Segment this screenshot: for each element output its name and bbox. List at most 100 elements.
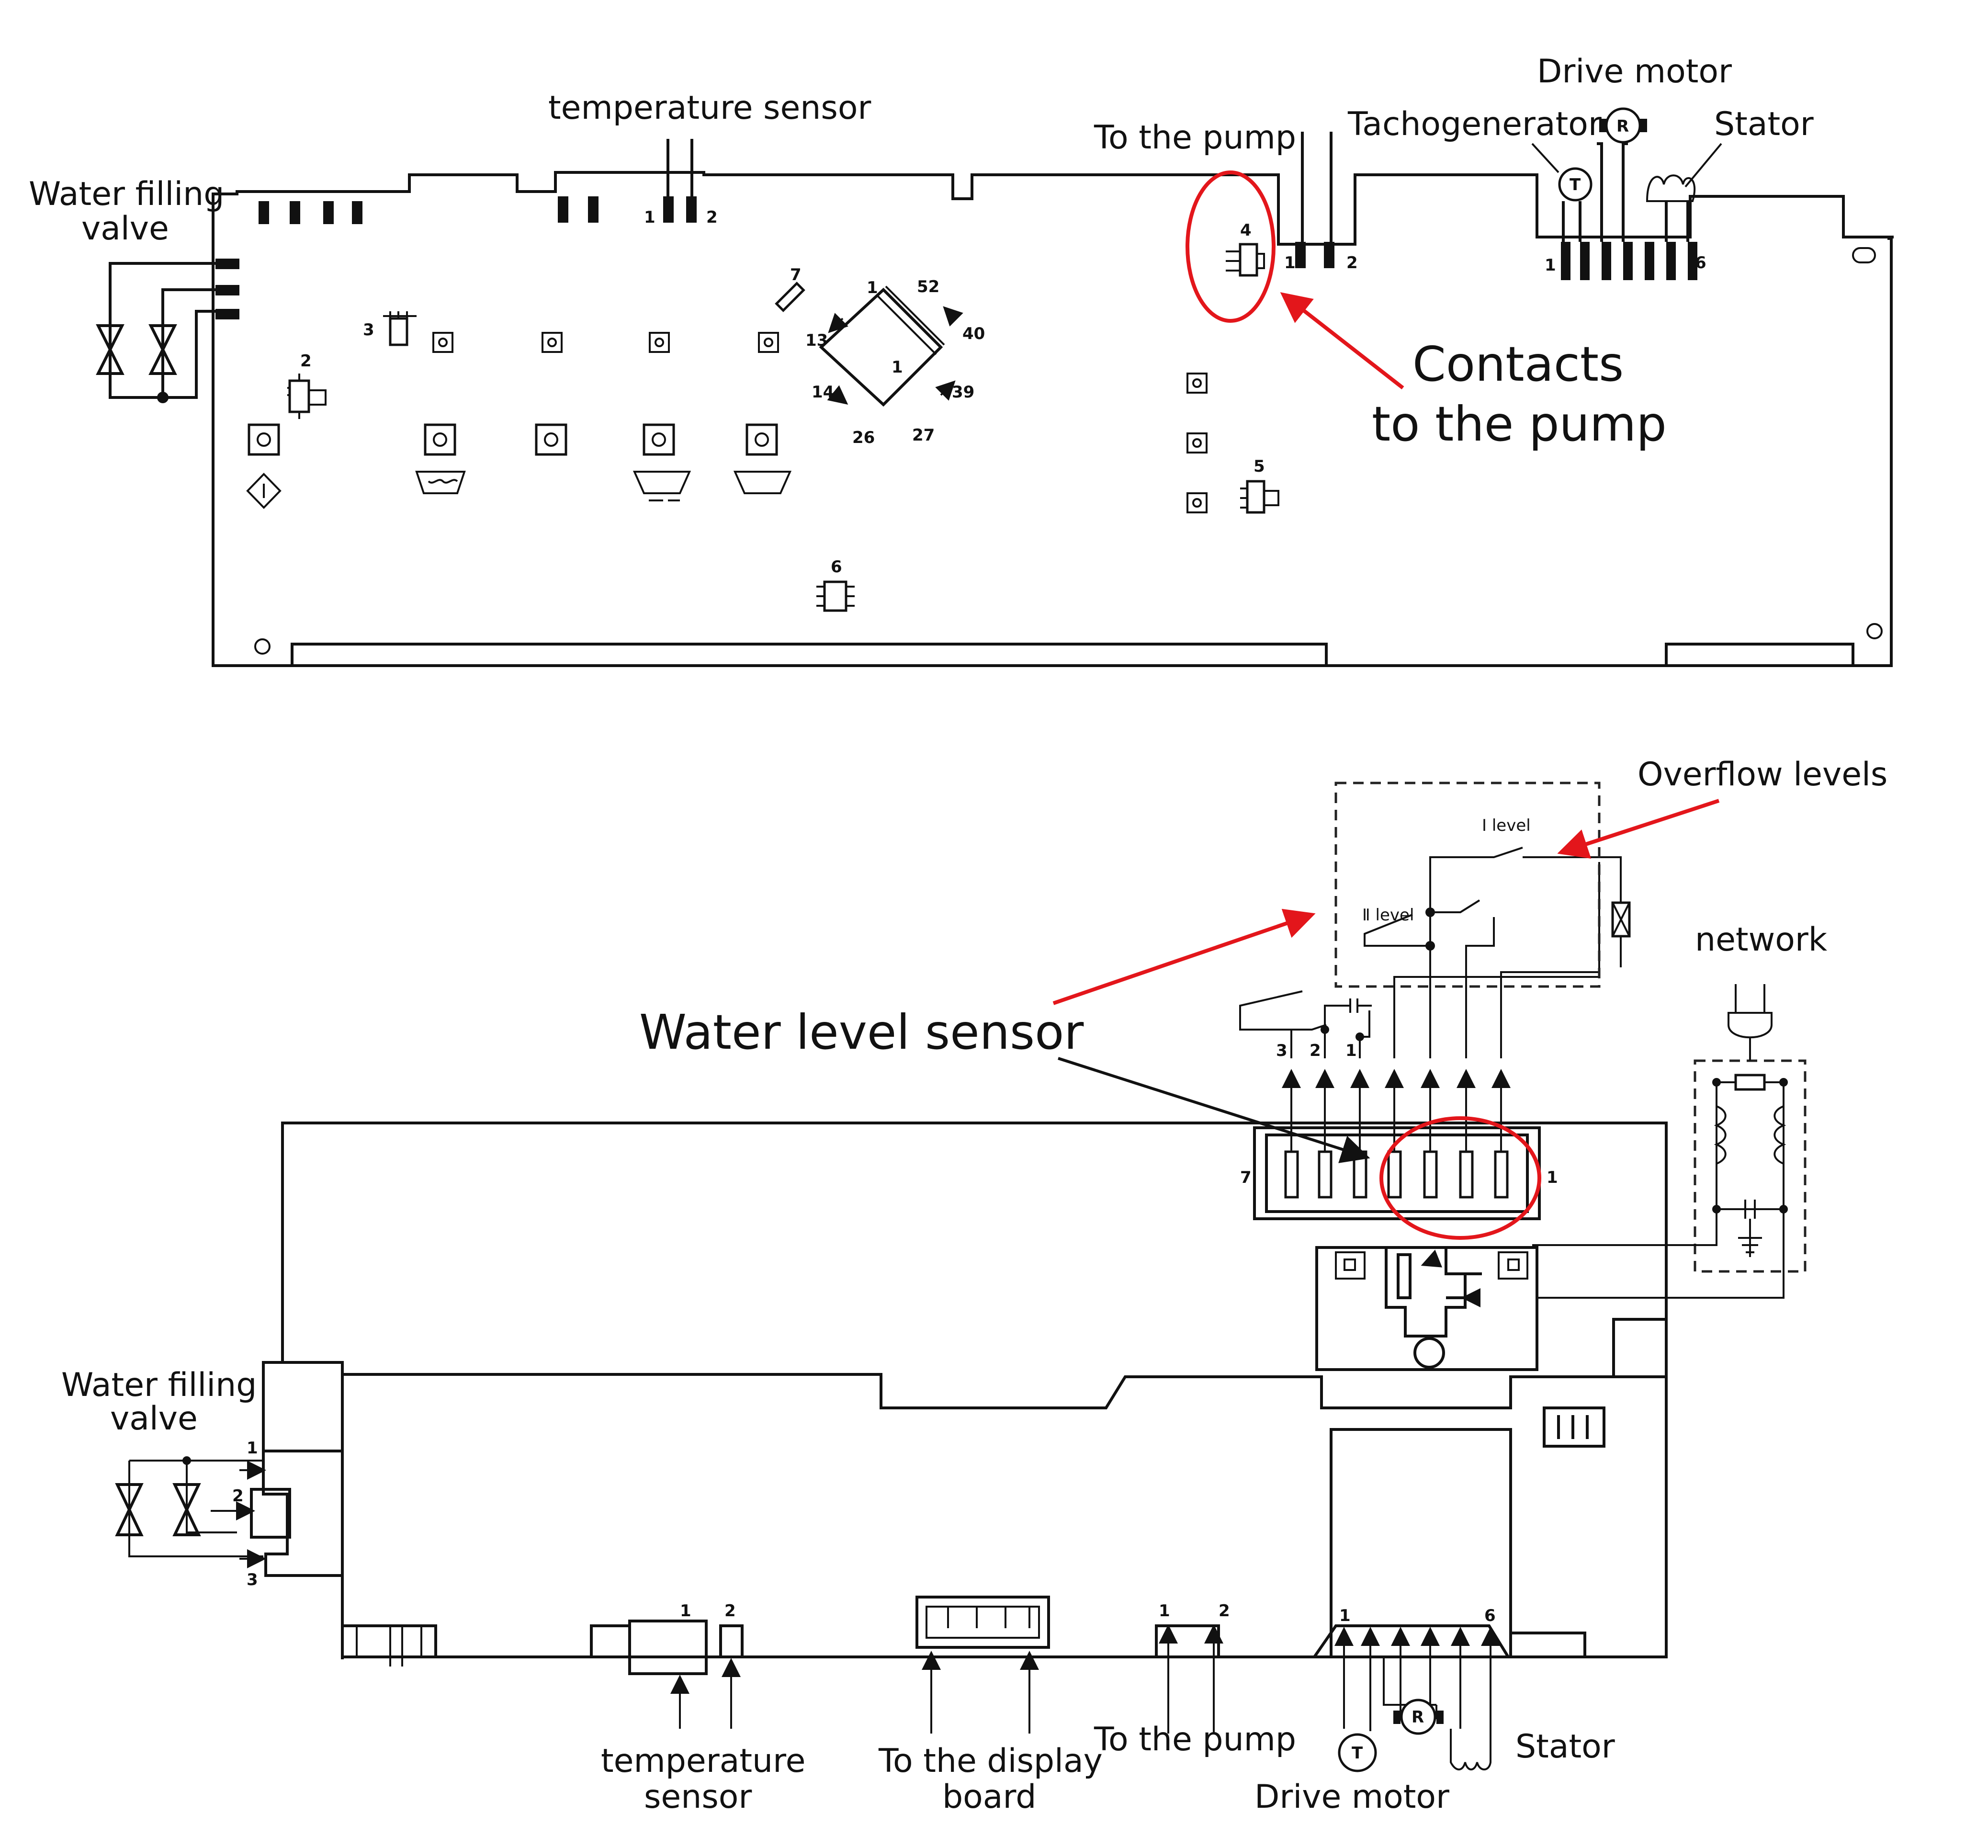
network-label: network bbox=[1695, 921, 1828, 959]
pin-label: 2 bbox=[706, 208, 718, 227]
top-pump-connector bbox=[1295, 132, 1334, 268]
bottom-tacho-circle bbox=[1338, 1733, 1377, 1772]
chip-pin-label: 40 bbox=[962, 324, 985, 343]
bottom-right-block bbox=[1612, 1318, 1668, 1378]
component-5 bbox=[1240, 480, 1279, 514]
chip-pin-label: 26 bbox=[852, 428, 875, 447]
bottom-board: 7 1 bbox=[61, 756, 1887, 1816]
network-filter bbox=[1532, 984, 1807, 1299]
component-2 bbox=[287, 374, 327, 419]
chip-pin-label: 14 bbox=[812, 383, 834, 402]
water-level-sensor-arrow bbox=[1058, 1057, 1370, 1163]
bottom-water-valve-label-2: valve bbox=[110, 1400, 198, 1438]
top-water-valve-label-2: valve bbox=[81, 210, 169, 248]
bottom-stator-coil bbox=[1450, 1729, 1491, 1770]
contacts-label-1: Contacts bbox=[1412, 336, 1624, 392]
bottom-left-connector bbox=[341, 1624, 437, 1667]
top-left-connector bbox=[259, 196, 599, 224]
top-temperature-sensor-connector bbox=[663, 139, 697, 223]
top-water-valve-label-1: Water filling bbox=[29, 175, 224, 213]
pin-label: 5 bbox=[1254, 457, 1265, 476]
contacts-label-2: to the pump bbox=[1372, 396, 1667, 452]
bottom-stator-label: Stator bbox=[1515, 1728, 1615, 1766]
top-temperature-sensor-label: temperature sensor bbox=[548, 89, 871, 127]
pump-contacts-highlight bbox=[1186, 170, 1276, 323]
bottom-board-outline-upper bbox=[281, 1122, 1668, 1409]
pin-label: 6 bbox=[831, 557, 842, 577]
bottom-temp-connector bbox=[590, 1620, 744, 1729]
program-icons bbox=[246, 471, 792, 509]
pump-contacts-arrow bbox=[1280, 292, 1404, 390]
pin-label: 1 bbox=[1159, 1601, 1170, 1621]
pin-label: 3 bbox=[247, 1570, 258, 1589]
chip-pin-label: 52 bbox=[917, 277, 939, 296]
top-board-slot bbox=[1852, 247, 1876, 263]
pin-label: 1 bbox=[1339, 1606, 1351, 1625]
bottom-board-outline-lower bbox=[262, 1361, 1668, 1659]
top-board-outline bbox=[212, 171, 1894, 667]
display-board-connector bbox=[915, 1596, 1050, 1734]
component-6 bbox=[816, 580, 855, 612]
pin-label: 2 bbox=[1219, 1601, 1230, 1621]
pin-label: 1 bbox=[1284, 253, 1296, 272]
overflow-arrow-1 bbox=[1557, 799, 1720, 859]
chip-pin-label: 39 bbox=[952, 383, 974, 402]
pin-label: 2 bbox=[724, 1601, 736, 1621]
overflow-levels-label: Overflow levels bbox=[1638, 756, 1887, 794]
top-board-bottom-notches bbox=[212, 637, 1854, 666]
pin-label: 7 bbox=[790, 265, 802, 284]
chip-pin-label: 1 bbox=[867, 278, 878, 297]
pin-label: 1 bbox=[247, 1439, 258, 1458]
motor-r-label: R bbox=[1616, 117, 1629, 136]
top-board: Water filling valve temperature sensor 1… bbox=[29, 53, 1894, 667]
water-valve-symbol-top bbox=[96, 324, 177, 375]
bottom-motor-circle bbox=[1400, 1699, 1436, 1735]
pin-label: 1 bbox=[1547, 1168, 1558, 1187]
chip-pin-label: 13 bbox=[805, 331, 828, 350]
overflow-levels-box bbox=[1334, 782, 1601, 988]
level-ii-label: Ⅱ level bbox=[1362, 906, 1414, 925]
bottom-tacho-label: T bbox=[1352, 1744, 1363, 1763]
pin-label: 3 bbox=[1276, 1041, 1288, 1060]
bottom-temp-label-1: temperature bbox=[601, 1742, 805, 1780]
bottom-temp-label-2: sensor bbox=[644, 1778, 752, 1816]
chip-pin-label: 27 bbox=[912, 426, 935, 445]
bottom-valve bbox=[115, 1456, 291, 1568]
bottom-motor-r-label: R bbox=[1412, 1708, 1424, 1727]
pin-label: 2 bbox=[1346, 253, 1358, 272]
pin-label: 2 bbox=[232, 1486, 244, 1506]
program-buttons bbox=[248, 423, 778, 456]
relay-block bbox=[1315, 1246, 1538, 1371]
bottom-right-tab bbox=[1543, 1406, 1605, 1448]
pad-grid bbox=[432, 332, 1208, 513]
bottom-drive-motor-label: Drive motor bbox=[1254, 1778, 1449, 1816]
display-board-label-2: board bbox=[942, 1778, 1036, 1816]
top-to-the-pump-label: To the pump bbox=[1094, 119, 1296, 157]
pump-contacts-component bbox=[1226, 243, 1265, 277]
water-level-sensor-label: Water level sensor bbox=[639, 1004, 1084, 1060]
top-stator-label: Stator bbox=[1714, 105, 1814, 143]
pin-label: 1 bbox=[1345, 1041, 1357, 1060]
level-sensor-wires bbox=[1239, 847, 1631, 1152]
pin-label: 1 bbox=[680, 1601, 691, 1621]
bottom-pump-connector bbox=[1155, 1624, 1223, 1734]
bottom-motor-connector: T R bbox=[1313, 1624, 1510, 1772]
overflow-arrow-2 bbox=[1052, 908, 1316, 1005]
component-3 bbox=[383, 311, 417, 346]
pin-label: 3 bbox=[363, 320, 374, 340]
tacho-t-circle bbox=[1558, 167, 1593, 202]
bottom-to-the-pump-label: To the pump bbox=[1094, 1721, 1296, 1758]
chip-center-label: 1 bbox=[892, 358, 903, 377]
top-tachogenerator-label: Tachogenerator bbox=[1347, 105, 1602, 143]
pin-label: 6 bbox=[1695, 253, 1706, 272]
level-sensor-highlight bbox=[1379, 1116, 1541, 1240]
pin-label: 4 bbox=[1240, 221, 1252, 240]
display-board-label-1: To the display bbox=[878, 1742, 1103, 1780]
level-i-label: Ⅰ level bbox=[1482, 816, 1531, 835]
pin-label: 1 bbox=[644, 208, 655, 227]
pin-label: 2 bbox=[300, 351, 312, 371]
top-valve-connector bbox=[109, 259, 239, 403]
tacho-t-label: T bbox=[1570, 175, 1581, 194]
bottom-water-valve-label-1: Water filling bbox=[61, 1366, 257, 1404]
